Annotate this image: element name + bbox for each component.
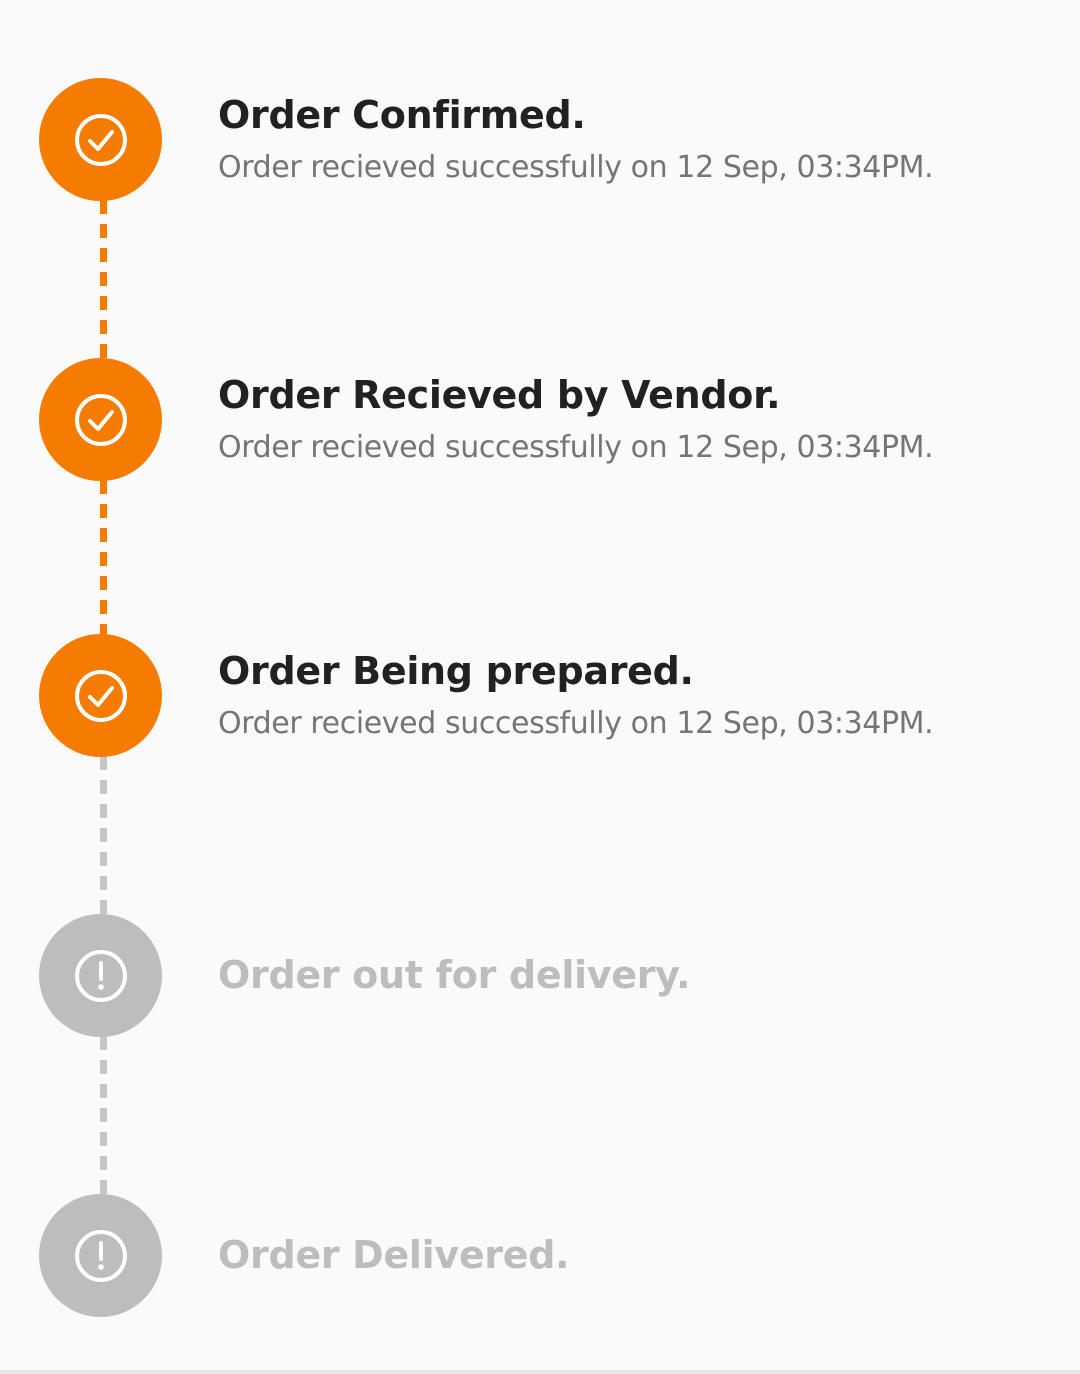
bottom-divider: [0, 1370, 1080, 1374]
timeline-connector-done: [100, 200, 107, 360]
timeline-connector-pending: [100, 756, 107, 916]
step-title: Order Delivered.: [218, 1233, 570, 1277]
step-description: Order recieved successfully on 12 Sep, 0…: [218, 150, 934, 185]
step-description: Order recieved successfully on 12 Sep, 0…: [218, 706, 934, 741]
step-title: Order Being prepared.: [218, 649, 694, 693]
check-circle-icon: [39, 78, 162, 201]
check-circle-icon: [39, 634, 162, 757]
timeline-connector-done: [100, 480, 107, 636]
timeline-connector-pending: [100, 1036, 107, 1196]
step-description: Order recieved successfully on 12 Sep, 0…: [218, 430, 934, 465]
step-title: Order Confirmed.: [218, 93, 586, 137]
alert-circle-icon: [39, 914, 162, 1037]
alert-circle-icon: [39, 1194, 162, 1317]
step-title: Order Recieved by Vendor.: [218, 373, 781, 417]
step-title: Order out for delivery.: [218, 953, 691, 997]
check-circle-icon: [39, 358, 162, 481]
